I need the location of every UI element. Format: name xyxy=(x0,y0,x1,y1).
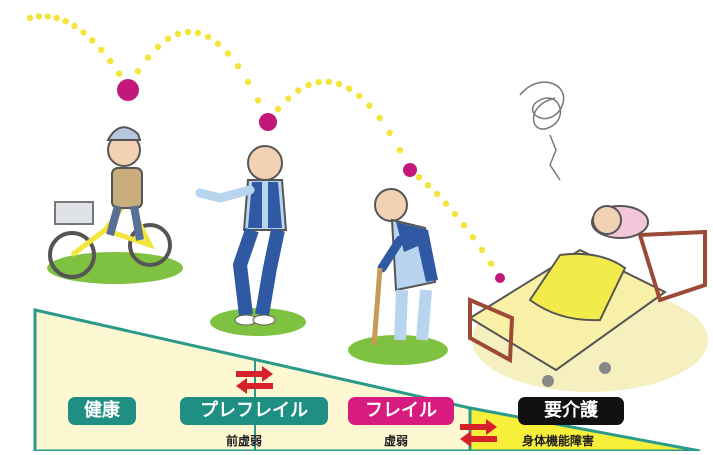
bouncing-ball xyxy=(117,79,139,101)
head xyxy=(592,205,622,235)
trajectory-dot xyxy=(325,78,333,86)
trajectory-dot xyxy=(274,105,282,113)
stage-label-care: 要介護 xyxy=(518,397,624,425)
trajectory-dot xyxy=(442,200,450,207)
trajectory-dot xyxy=(115,70,123,77)
arm xyxy=(195,185,255,203)
trajectory-dot xyxy=(469,234,477,241)
trajectory-dot xyxy=(487,260,495,267)
cane xyxy=(371,267,383,346)
reversible-arrow xyxy=(236,366,273,394)
head xyxy=(247,145,283,181)
trajectory-dot xyxy=(460,222,468,229)
cardigan xyxy=(396,222,438,282)
trajectory-dot xyxy=(305,81,312,89)
trajectory-dot xyxy=(71,22,78,30)
cap xyxy=(106,126,142,141)
trajectory-dot xyxy=(134,68,142,75)
frail-person-with-cane xyxy=(371,188,438,346)
trajectory-dot xyxy=(174,30,182,38)
trajectory-dot xyxy=(62,18,69,25)
arm xyxy=(377,235,405,273)
trajectory-dot xyxy=(53,14,60,22)
stage-label-healthy: 健康 xyxy=(68,397,136,425)
trajectory-dot xyxy=(376,114,383,122)
trajectory-dot xyxy=(478,246,486,254)
bed-wheel xyxy=(542,375,554,387)
trajectory-dot xyxy=(26,14,34,22)
trajectory-dot xyxy=(356,92,363,100)
trajectory-dot xyxy=(184,28,192,36)
trajectory-dot xyxy=(424,182,432,189)
trajectory-dot xyxy=(295,87,302,94)
legs xyxy=(232,227,285,317)
footboard xyxy=(468,296,515,364)
stage-sub-care: 身体機能障害 xyxy=(522,434,595,448)
trajectory-dot xyxy=(35,13,43,20)
trajectory-dot xyxy=(214,40,222,47)
trajectory-dot xyxy=(433,190,441,198)
trajectory-dot xyxy=(244,78,252,86)
stage-sub-frail: 虚弱 xyxy=(384,434,409,448)
grass-patch xyxy=(47,252,183,284)
bouncing-ball xyxy=(495,273,505,283)
arrow-left xyxy=(460,431,497,447)
bouncing-ball xyxy=(259,113,277,131)
trajectory-dot xyxy=(335,80,343,88)
trajectory-dot xyxy=(107,57,114,65)
bicycle-basket xyxy=(54,201,94,225)
trajectory-dot xyxy=(154,43,162,50)
trajectory-dot xyxy=(164,35,172,43)
scribble xyxy=(519,81,565,130)
person-on-bicycle xyxy=(48,126,172,279)
trajectory-dot xyxy=(451,210,459,218)
blanket xyxy=(528,252,627,322)
headboard xyxy=(637,229,707,303)
trajectory-dot xyxy=(366,102,373,109)
bed-wheel xyxy=(599,362,611,374)
trajectory-dot xyxy=(89,37,96,44)
scribble-tail xyxy=(549,134,561,181)
trajectory-dot xyxy=(254,97,262,104)
arrow-right xyxy=(236,366,273,382)
bicycle-wheel xyxy=(128,223,172,267)
arrow-right xyxy=(460,419,497,435)
trajectory-dot xyxy=(98,46,105,54)
legs xyxy=(106,204,144,241)
trajectory-dot xyxy=(234,62,242,70)
reversible-arrow xyxy=(460,419,497,447)
bicycle-wheel xyxy=(48,231,96,279)
trajectory-dot xyxy=(44,13,51,20)
ball-trajectory xyxy=(26,13,505,283)
trajectory-dot xyxy=(194,29,202,37)
trajectory-dot xyxy=(144,54,152,61)
trajectory-dot xyxy=(80,29,87,36)
trajectory-dot xyxy=(285,95,292,102)
legs xyxy=(394,289,432,341)
bouncing-ball xyxy=(403,163,417,177)
trajectory-dot xyxy=(396,146,404,154)
stage-label-frail: フレイル xyxy=(348,397,454,425)
prefrail-person xyxy=(195,145,288,326)
shoe xyxy=(252,314,276,326)
trajectory-dot xyxy=(315,79,322,86)
trajectory-dot xyxy=(345,85,353,92)
stage-sub-prefrail: 前虚弱 xyxy=(226,434,263,448)
vest xyxy=(248,182,282,228)
torso xyxy=(111,167,143,209)
trajectory-dot xyxy=(204,33,212,41)
stage-label-prefrail: プレフレイル xyxy=(180,397,328,425)
trajectory-dot xyxy=(224,50,232,57)
trajectory-dot xyxy=(415,174,423,181)
arrow-left xyxy=(236,378,273,394)
care-bed xyxy=(468,81,707,387)
trajectory-dot xyxy=(386,129,393,136)
head xyxy=(374,188,408,222)
